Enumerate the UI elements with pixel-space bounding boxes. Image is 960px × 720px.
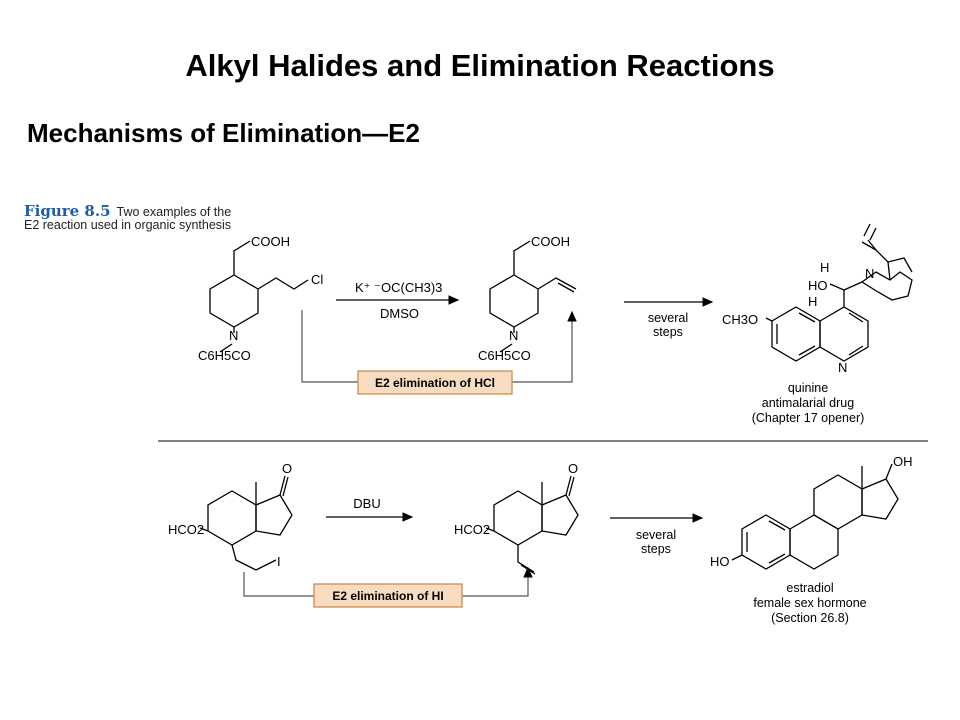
elimination-path-1	[301, 310, 577, 383]
quinine-structure	[765, 223, 913, 362]
quinine-ring-nitrogen: N	[838, 360, 847, 375]
reactant-2-ester: HCO2	[168, 522, 204, 537]
elimination-path-2	[243, 566, 533, 597]
reactant-2-structure	[199, 475, 293, 571]
elimination-box-2	[313, 583, 463, 608]
quinine-methoxy: CH3O	[722, 312, 758, 327]
reactant-1-acyl: C6H5CO	[198, 348, 251, 363]
estradiol-structure	[731, 463, 899, 570]
quinine-description: antimalarial drug	[762, 396, 854, 410]
steps-2-line1: several	[636, 528, 676, 542]
quinine-name: quinine	[788, 381, 828, 395]
product-1-structure	[489, 240, 577, 353]
quinine-ho: HO	[808, 278, 828, 293]
estradiol-reference: (Section 26.8)	[771, 611, 849, 625]
elimination-box-1	[357, 370, 513, 395]
reactant-2-iodine: I	[277, 554, 281, 569]
slide-subtitle: Mechanisms of Elimination—E2	[27, 118, 420, 148]
product-1-nitrogen: N	[509, 328, 518, 343]
steps-1-line1: several	[648, 311, 688, 325]
reactant-1-structure	[209, 240, 309, 353]
product-2-ester: HCO2	[454, 522, 490, 537]
product-2-ketone: O	[568, 461, 578, 476]
elimination-label-1: E2 elimination of HCl	[375, 376, 495, 390]
reagent-dbu: DBU	[353, 496, 380, 511]
estradiol-ho: HO	[710, 554, 730, 569]
slide-title: Alkyl Halides and Elimination Reactions	[185, 48, 775, 83]
figure-caption-text: Two examples of the E2 reaction used in …	[24, 205, 232, 232]
steps-2-line2: steps	[641, 542, 671, 556]
estradiol-name: estradiol	[786, 581, 833, 595]
reactant-1-chlorine: Cl	[311, 272, 323, 287]
reactant-1-cooh: COOH	[251, 234, 290, 249]
quinine-h-bottom: H	[808, 294, 817, 309]
figure-label: Figure 8.5	[24, 202, 111, 220]
steps-1-line2: steps	[653, 325, 683, 339]
product-1-acyl: C6H5CO	[478, 348, 531, 363]
product-2-structure	[485, 475, 579, 575]
product-1-cooh: COOH	[531, 234, 570, 249]
quinine-reference: (Chapter 17 opener)	[752, 411, 865, 425]
estradiol-oh: OH	[893, 454, 913, 469]
elimination-label-2: E2 elimination of HI	[332, 589, 443, 603]
quinine-h-top: H	[820, 260, 829, 275]
reactant-2-ketone: O	[282, 461, 292, 476]
reagent-base: K⁺ ⁻OC(CH3)3	[355, 280, 442, 295]
quinine-bridge-nitrogen: N	[865, 266, 874, 281]
estradiol-description: female sex hormone	[753, 596, 866, 610]
reagent-solvent: DMSO	[380, 306, 419, 321]
reactant-1-nitrogen: N	[229, 328, 238, 343]
